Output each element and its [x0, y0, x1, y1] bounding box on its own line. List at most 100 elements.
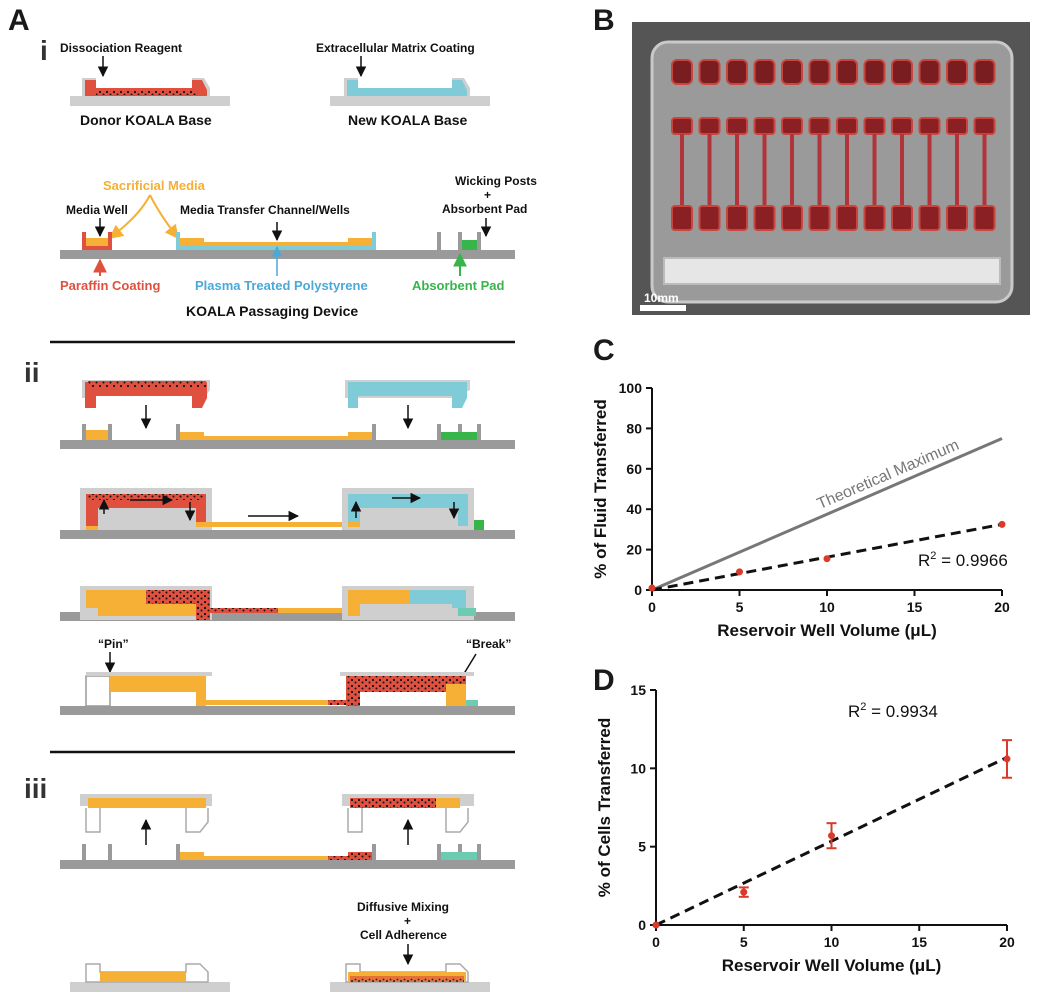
photo-channel-top: [891, 117, 913, 135]
theoretical-maximum-line: [651, 437, 1003, 592]
photo-channel-bottom: [836, 205, 858, 231]
data-point: [998, 520, 1006, 528]
label-new-base: New KOALA Base: [348, 112, 468, 128]
wicking-post: [458, 232, 462, 250]
photo-channel-bottom: [671, 205, 693, 231]
photo-well: [808, 59, 831, 85]
x-tick-label: 0: [652, 934, 660, 950]
y-tick-label: 15: [630, 682, 646, 698]
y-axis-label: % of Fluid Transferred: [591, 399, 610, 578]
label-plasma: Plasma Treated Polystyrene: [195, 278, 368, 293]
label-wicking-posts: Wicking Posts: [455, 174, 537, 188]
photo-well: [973, 59, 996, 85]
photo-channel-top: [698, 117, 721, 135]
absorbent-pad: [462, 240, 477, 250]
label-pin: “Pin”: [98, 637, 129, 651]
label-absorbent-pad-top: Absorbent Pad: [442, 202, 527, 216]
new-base-ecm: [347, 80, 467, 96]
arrow-right-icon: [149, 194, 179, 240]
data-point: [1003, 755, 1011, 763]
photo-channel: [762, 134, 767, 206]
x-tick-label: 0: [648, 599, 656, 615]
label-plus: +: [484, 188, 491, 202]
y-tick-label: 0: [638, 917, 646, 933]
panel-label-b: B: [593, 4, 615, 37]
photo-channel-top: [946, 117, 968, 135]
step-ii-4: “Pin” “Break”: [60, 637, 515, 715]
photo-channel-top: [836, 117, 858, 135]
y-tick-label: 80: [626, 420, 642, 436]
media-well-paraffin: [82, 232, 112, 250]
data-point: [736, 568, 743, 576]
photo-well: [836, 59, 858, 85]
photo-channel: [817, 134, 822, 206]
media-well-fluid: [86, 238, 108, 246]
photo-channel: [982, 134, 987, 206]
y-tick-label: 40: [626, 501, 642, 517]
photo-channel-top: [753, 117, 776, 135]
data-point: [648, 584, 656, 592]
photo-channel-top: [726, 117, 748, 135]
scale-bar-label: 10mm: [644, 291, 679, 305]
photo-channel: [790, 134, 794, 206]
label-diffusive-mixing: Diffusive Mixing: [357, 900, 449, 914]
subpanel-label-ii: ii: [24, 357, 40, 388]
photo-channel-top: [863, 117, 886, 135]
label-cell-adherence: Cell Adherence: [360, 928, 447, 942]
panel-a: A i Dissociation Reagent Donor KOALA Bas…: [8, 4, 537, 992]
photo-channel: [707, 134, 712, 206]
y-tick-label: 60: [626, 461, 642, 477]
donor-base-plate: [70, 96, 230, 106]
photo-well: [891, 59, 913, 85]
wicking-post: [477, 232, 481, 250]
photo-channel-bottom: [698, 205, 721, 231]
x-tick-label: 5: [740, 934, 748, 950]
x-axis-label: Reservoir Well Volume (μL): [722, 956, 942, 975]
panel-b: B 10mm: [593, 4, 1030, 315]
data-point: [823, 555, 831, 563]
photo-channel: [927, 134, 932, 206]
photo-channel-top: [918, 117, 941, 135]
photo-channel-bottom: [808, 205, 831, 231]
photo-channel-bottom: [918, 205, 941, 231]
photo-well: [671, 59, 693, 85]
label-plus-2: +: [404, 914, 411, 928]
x-axis-label: Reservoir Well Volume (μL): [717, 621, 937, 640]
y-tick-label: 5: [638, 839, 646, 855]
label-break: “Break”: [466, 637, 511, 651]
panel-label-a: A: [8, 4, 30, 37]
y-tick-label: 10: [630, 760, 646, 776]
photo-well: [726, 59, 748, 85]
wicking-post: [437, 232, 441, 250]
x-tick-label: 15: [911, 934, 927, 950]
label-donor-base: Donor KOALA Base: [80, 112, 212, 128]
photo-channel-bottom: [973, 205, 996, 231]
r-squared-label: R2 = 0.9966: [918, 550, 1008, 570]
photo-well: [918, 59, 941, 85]
top-well-row: [671, 59, 996, 85]
channel-fluid: [204, 242, 348, 246]
label-media-well: Media Well: [66, 203, 128, 217]
photo-well: [946, 59, 968, 85]
subpanel-label-iii: iii: [24, 773, 47, 804]
photo-channel-bottom: [891, 205, 913, 231]
photo-channel: [845, 134, 849, 206]
label-transfer-channel: Media Transfer Channel/Wells: [180, 203, 350, 217]
photo-channel-bottom: [726, 205, 748, 231]
x-tick-label: 5: [736, 599, 744, 615]
label-device: KOALA Passaging Device: [186, 303, 358, 319]
step-ii-2: [60, 488, 515, 539]
new-base-plate: [330, 96, 490, 106]
x-tick-label: 10: [824, 934, 840, 950]
photo-channel: [900, 134, 904, 206]
label-paraffin: Paraffin Coating: [60, 278, 160, 293]
data-point: [740, 888, 748, 896]
label-sacrificial-media: Sacrificial Media: [103, 178, 206, 193]
photo-well: [863, 59, 886, 85]
photo-channel-bottom: [753, 205, 776, 231]
panel-label-d: D: [593, 664, 615, 697]
photo-channel: [735, 134, 739, 206]
